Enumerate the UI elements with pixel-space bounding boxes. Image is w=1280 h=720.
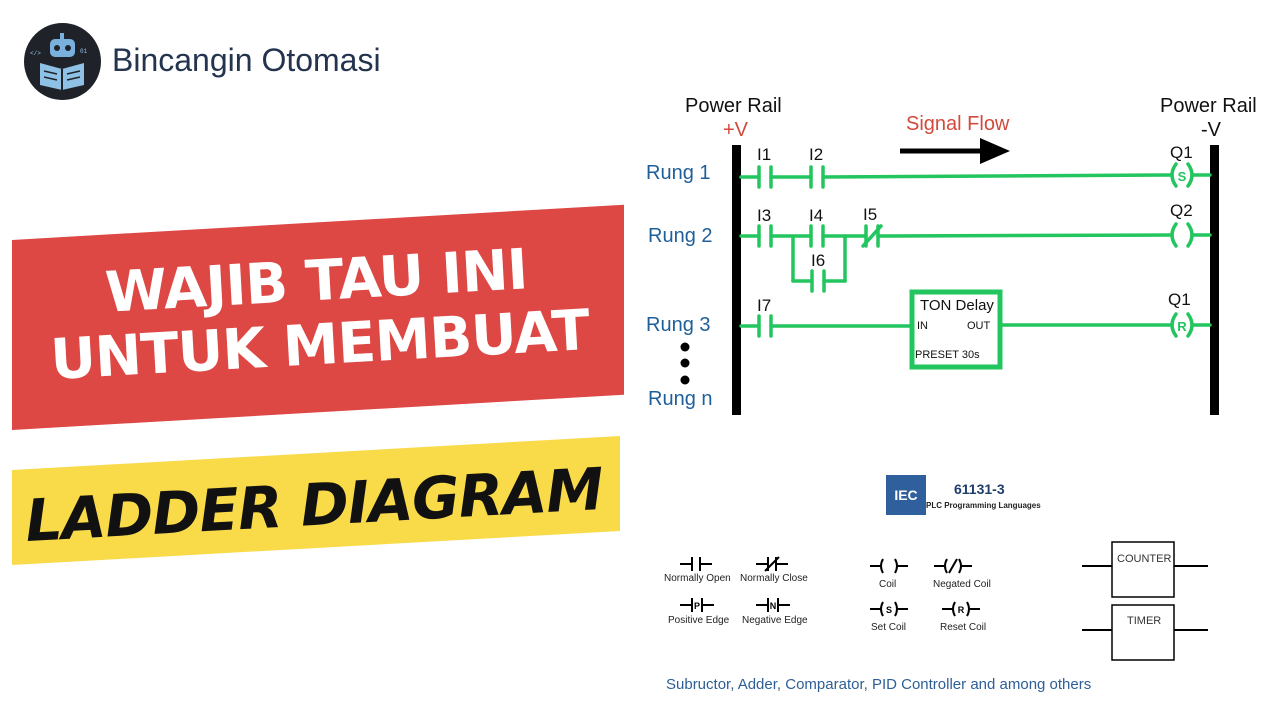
- set-coil-letter: S: [1178, 169, 1187, 184]
- contact-i4-symbol: [809, 224, 825, 248]
- contact-i6-symbol: [810, 269, 826, 293]
- rung-3-wires: [739, 323, 1212, 328]
- normally-close-symbol: [756, 556, 788, 572]
- negative-edge-label: Negative Edge: [742, 615, 808, 626]
- timer-title: TON Delay: [920, 297, 994, 314]
- ton-timer-block: [909, 289, 1003, 370]
- rung-2-wires: [739, 233, 1212, 283]
- rung-1-wires: [739, 173, 1212, 179]
- left-power-rail: [732, 145, 741, 415]
- right-rail-sign: -V: [1201, 119, 1221, 141]
- contact-i5-symbol: [861, 224, 883, 248]
- coil-q1-reset-label: Q1: [1168, 290, 1191, 309]
- contact-i2-label: I2: [809, 145, 824, 164]
- contact-i6-label: I6: [811, 251, 826, 270]
- signal-flow-label: Signal Flow: [906, 113, 1010, 135]
- timer-out-label: OUT: [967, 320, 991, 332]
- normally-close-label: Normally Close: [740, 573, 808, 584]
- brand-name: Bincangin Otomasi: [112, 42, 381, 78]
- right-rail-label: Power Rail: [1160, 95, 1257, 117]
- negative-edge-letter: N: [770, 601, 777, 611]
- contact-i7-label: I7: [757, 296, 772, 315]
- negative-edge-symbol: [756, 598, 790, 612]
- iec-logo: IEC: [886, 475, 926, 515]
- signal-flow-arrow: [900, 138, 1010, 164]
- counter-label: COUNTER: [1117, 553, 1172, 565]
- timer-preset-label: PRESET 30s: [915, 349, 980, 361]
- left-rail-sign: +V: [723, 119, 749, 141]
- brand-logo: </> 01: [24, 23, 101, 100]
- continuation-dot: [680, 375, 690, 385]
- coil-q2-symbol: [1170, 222, 1194, 248]
- continuation-dot: [680, 358, 690, 368]
- left-rail-label: Power Rail: [685, 95, 782, 117]
- timer-in-label: IN: [917, 320, 928, 332]
- rung-3-label: Rung 3: [646, 314, 711, 336]
- positive-edge-label: Positive Edge: [668, 615, 730, 626]
- positive-edge-symbol: [680, 598, 714, 612]
- robot-reading-book-icon: </> 01: [24, 23, 101, 100]
- coil-q2-label: Q2: [1170, 201, 1193, 220]
- iec-standard: 61131-3: [954, 481, 1005, 497]
- rung-1-label: Rung 1: [646, 162, 711, 184]
- reset-coil-legend-letter: R: [958, 605, 965, 615]
- footnote: Subructor, Adder, Comparator, PID Contro…: [666, 676, 1092, 693]
- positive-edge-letter: P: [694, 601, 700, 611]
- contact-i3-label: I3: [757, 206, 772, 225]
- contact-i1-label: I1: [757, 145, 772, 164]
- negated-coil-symbol: [934, 558, 972, 574]
- right-power-rail: [1210, 145, 1219, 415]
- reset-coil-letter: R: [1177, 319, 1187, 334]
- counter-block: [1082, 541, 1208, 598]
- set-coil-symbol: [870, 601, 908, 617]
- svg-text:01: 01: [80, 48, 88, 55]
- reset-coil-symbol: [942, 601, 980, 617]
- normally-open-symbol: [680, 557, 712, 571]
- reset-coil-label: Reset Coil: [940, 622, 987, 633]
- coil-label: Coil: [879, 579, 897, 590]
- normally-open-label: Normally Open: [664, 573, 731, 584]
- rung-2-label: Rung 2: [648, 225, 713, 247]
- contact-i3-symbol: [757, 224, 773, 248]
- timer-block: [1082, 604, 1208, 661]
- iec-subtitle: PLC Programming Languages: [926, 501, 1041, 510]
- contact-i4-label: I4: [809, 206, 824, 225]
- set-coil-legend-letter: S: [886, 605, 892, 615]
- continuation-dot: [680, 342, 690, 352]
- reset-coil-q1-symbol: [1170, 312, 1194, 338]
- contact-i5-label: I5: [863, 205, 878, 224]
- coil-symbol: [870, 558, 908, 574]
- timer-label: TIMER: [1127, 615, 1162, 627]
- negated-coil-label: Negated Coil: [933, 579, 991, 590]
- set-coil-label: Set Coil: [871, 622, 907, 633]
- rung-n-label: Rung n: [648, 388, 713, 410]
- contact-i2-symbol: [809, 165, 825, 189]
- coil-q1-label: Q1: [1170, 143, 1193, 162]
- svg-text:</>: </>: [30, 50, 41, 57]
- set-coil-q1-symbol: [1170, 162, 1194, 188]
- contact-i1-symbol: [757, 165, 773, 189]
- contact-i7-symbol: [757, 314, 773, 338]
